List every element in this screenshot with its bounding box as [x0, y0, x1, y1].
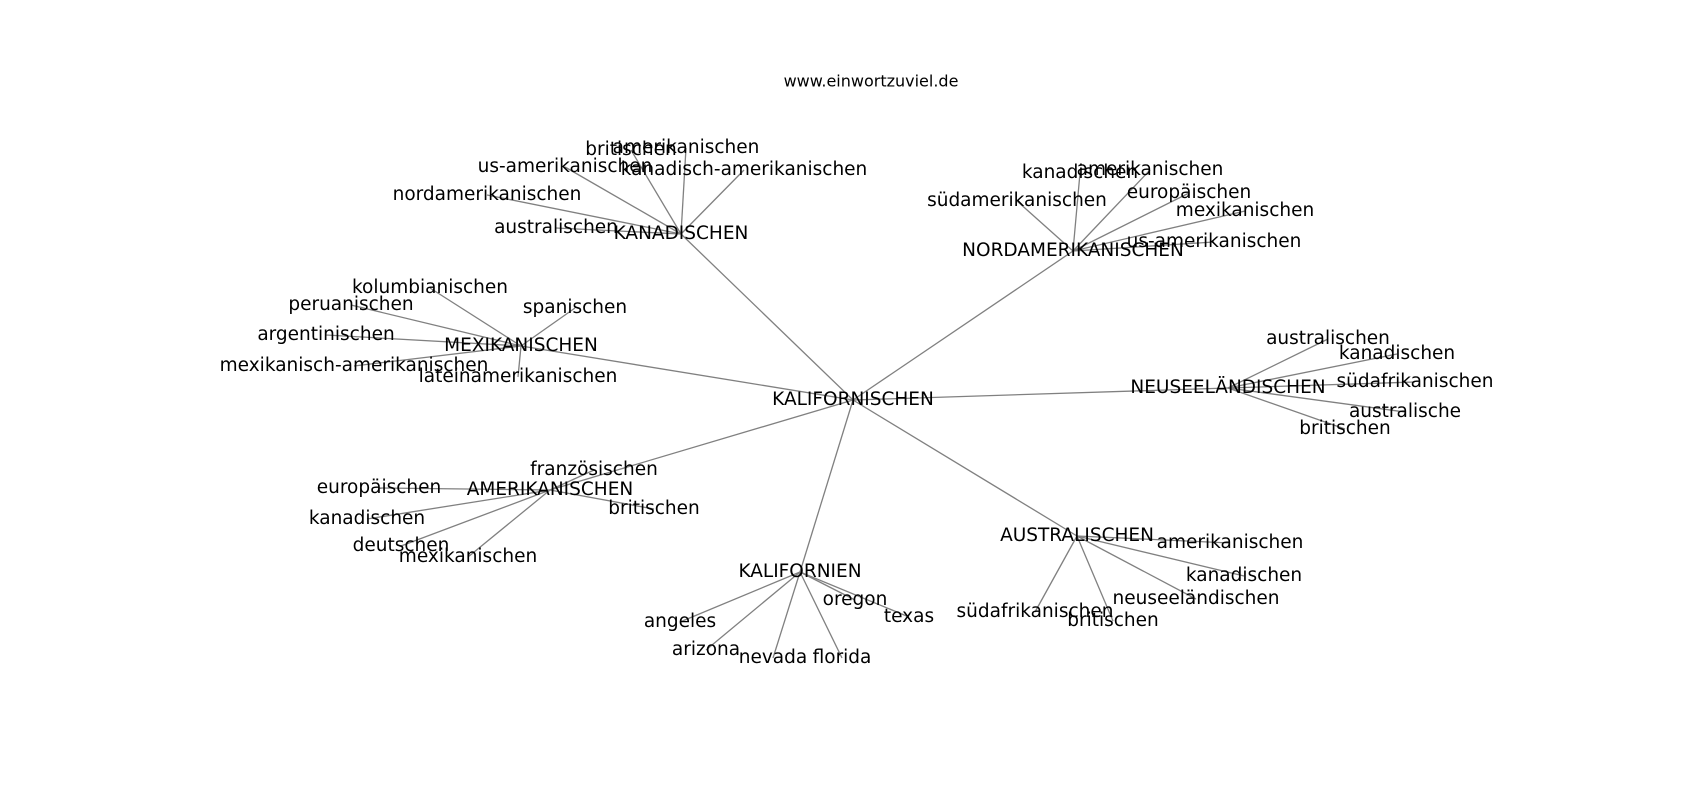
node-label-kf_angeles: angeles — [644, 611, 716, 632]
edge-amerikanischen-a_deutschen — [400, 489, 551, 547]
node-label-nordamerikanischen: NORDAMERIKANISCHEN — [962, 240, 1184, 261]
node-label-neuseelaendischen: NEUSEELÄNDISCHEN — [1130, 377, 1325, 398]
edge-kanadischen-k_nordamerikanischen — [486, 194, 682, 235]
node-label-ne_kanadischen: kanadischen — [1339, 343, 1455, 364]
node-label-k_amerikanischen: amerikanischen — [613, 137, 760, 158]
node-label-a_mexikanischen: mexikanischen — [399, 546, 537, 567]
node-label-kanadischen: KANADISCHEN — [614, 223, 749, 244]
edge-mexikanischen-m_lateinamerikanischen — [517, 345, 522, 378]
edge-kanadischen-k_britischen — [630, 149, 682, 235]
edge-amerikanischen-a_kanadischen — [366, 489, 551, 520]
node-label-m_spanischen: spanischen — [523, 297, 627, 318]
node-label-n_europaeischen: europäischen — [1127, 182, 1252, 203]
node-label-n_kanadischen: kanadischen — [1022, 162, 1138, 183]
node-label-kalifornien: KALIFORNIEN — [738, 561, 861, 582]
graph-node-labels: KALIFORNISCHEN KANADISCHEN NORDAMERIKANISC… — [220, 137, 1494, 668]
node-label-n_suedamerikanischen: südamerikanischen — [927, 190, 1107, 211]
node-label-au_neuseelaendischen: neuseeländischen — [1113, 588, 1280, 609]
edge-kalifornien-kf_nevada — [772, 571, 801, 659]
edge-neuseelaendischen-ne_britischen — [1227, 387, 1346, 430]
edge-kanadischen-k_amerikanischen — [680, 147, 687, 235]
edge-kalifornischen-neuseelaendischen — [852, 387, 1229, 401]
edge-mexikanischen-m_argentinischen — [325, 334, 522, 347]
edge-neuseelaendischen-ne_australischen — [1227, 338, 1329, 389]
edge-kanadischen-k_us_amerikanischen — [564, 166, 682, 235]
edge-amerikanischen-a_franzoesischen — [549, 469, 595, 491]
node-label-amerikanischen: AMERIKANISCHEN — [467, 479, 633, 500]
edge-amerikanischen-a_europaeischen — [378, 487, 551, 491]
edge-kalifornischen-kalifornien — [799, 399, 854, 573]
edge-nordamerikanischen-n_europaeischen — [1072, 192, 1190, 252]
edge-australischen-au_neuseelaendischen — [1076, 535, 1197, 600]
node-label-kf_oregon: oregon — [823, 589, 888, 610]
edge-mexikanischen-m_peruanischen — [350, 304, 522, 347]
node-label-n_us_amerikanischen: us-amerikanischen — [1127, 231, 1302, 252]
node-label-m_peruanischen: peruanischen — [288, 294, 413, 315]
node-label-a_britischen: britischen — [608, 498, 700, 519]
node-label-ne_suedafrikanischen: südafrikanischen — [1337, 371, 1494, 392]
edge-neuseelaendischen-ne_australische — [1227, 387, 1406, 413]
node-label-kf_arizona: arizona — [672, 639, 740, 660]
node-label-australischen: AUSTRALISCHEN — [1000, 525, 1154, 546]
edge-kalifornischen-mexikanischen — [520, 345, 854, 401]
edge-kalifornien-kf_texas — [799, 571, 910, 618]
edge-amerikanischen-a_britischen — [549, 489, 655, 510]
edge-mexikanischen-m_kolumbianischen — [429, 287, 522, 347]
edge-australischen-au_kanadischen — [1076, 535, 1245, 577]
node-label-m_kolumbianischen: kolumbianischen — [352, 277, 508, 298]
edge-australischen-au_amerikanischen — [1076, 535, 1231, 544]
edge-kalifornischen-australischen — [852, 399, 1078, 537]
node-label-a_europaeischen: europäischen — [317, 477, 442, 498]
node-label-kf_florida: florida — [813, 647, 872, 668]
edge-neuseelaendischen-ne_kanadischen — [1227, 353, 1398, 389]
edge-kalifornien-kf_florida — [799, 571, 843, 659]
node-label-k_britischen: britischen — [585, 139, 677, 160]
edge-kanadischen-k_kanadisch_amerikanischen — [680, 169, 745, 235]
edge-nordamerikanischen-n_mexikanischen — [1072, 210, 1246, 252]
node-label-k_nordamerikanischen: nordamerikanischen — [393, 184, 582, 205]
node-label-a_franzoesischen: französischen — [530, 459, 658, 480]
edge-nordamerikanischen-n_suedamerikanischen — [1016, 200, 1074, 252]
edge-mexikanischen-m_mexikanisch_amerikanischen — [353, 345, 522, 367]
edge-kalifornischen-amerikanischen — [549, 399, 854, 491]
edge-kalifornien-kf_arizona — [705, 571, 801, 651]
edge-kalifornien-kf_oregon — [799, 571, 856, 601]
edge-neuseelaendischen-ne_suedafrikanischen — [1227, 381, 1416, 389]
site-title: www.einwortzuviel.de — [784, 72, 959, 91]
node-label-n_amerikanischen: amerikanischen — [1077, 159, 1224, 180]
edge-kalifornischen-kanadischen — [680, 233, 854, 401]
node-label-k_kanadisch_amerikanischen: kanadisch-amerikanischen — [621, 159, 868, 180]
node-label-ne_britischen: britischen — [1299, 418, 1391, 439]
node-label-ne_australischen: australischen — [1266, 328, 1390, 349]
node-label-m_mexikanisch_amerikanischen: mexikanisch-amerikanischen — [220, 355, 489, 376]
node-label-au_suedafrikanischen: südafrikanischen — [957, 601, 1114, 622]
edge-kalifornien-kf_angeles — [679, 571, 801, 623]
edge-nordamerikanischen-n_kanadischen — [1072, 172, 1081, 252]
edge-nordamerikanischen-n_amerikanischen — [1072, 169, 1151, 252]
node-label-au_amerikanischen: amerikanischen — [1157, 532, 1304, 553]
node-label-k_us_amerikanischen: us-amerikanischen — [478, 156, 653, 177]
node-label-k_australischen: australischen — [494, 217, 618, 238]
node-label-mexikanischen: MEXIKANISCHEN — [444, 335, 598, 356]
node-label-au_kanadischen: kanadischen — [1186, 565, 1302, 586]
node-label-m_lateinamerikanischen: lateinamerikanischen — [419, 366, 618, 387]
node-label-ne_australische: australische — [1349, 401, 1461, 422]
node-label-au_britischen: britischen — [1067, 610, 1159, 631]
node-label-kalifornischen: KALIFORNISCHEN — [772, 389, 934, 410]
edge-mexikanischen-m_spanischen — [520, 307, 576, 347]
edge-nordamerikanischen-n_us_amerikanischen — [1072, 241, 1215, 252]
edge-kalifornischen-nordamerikanischen — [852, 250, 1074, 401]
edge-kanadischen-k_australischen — [555, 227, 682, 235]
node-label-a_kanadischen: kanadischen — [309, 508, 425, 529]
edge-australischen-au_britischen — [1076, 535, 1114, 622]
edge-amerikanischen-a_mexikanischen — [467, 489, 551, 558]
graph-edges — [325, 147, 1416, 659]
node-label-n_mexikanischen: mexikanischen — [1176, 200, 1314, 221]
node-label-kf_texas: texas — [884, 606, 934, 627]
node-label-a_deutschen: deutschen — [353, 535, 450, 556]
node-label-m_argentinischen: argentinischen — [257, 324, 394, 345]
node-label-kf_nevada: nevada — [739, 647, 807, 668]
edge-australischen-au_suedafrikanischen — [1034, 535, 1078, 613]
